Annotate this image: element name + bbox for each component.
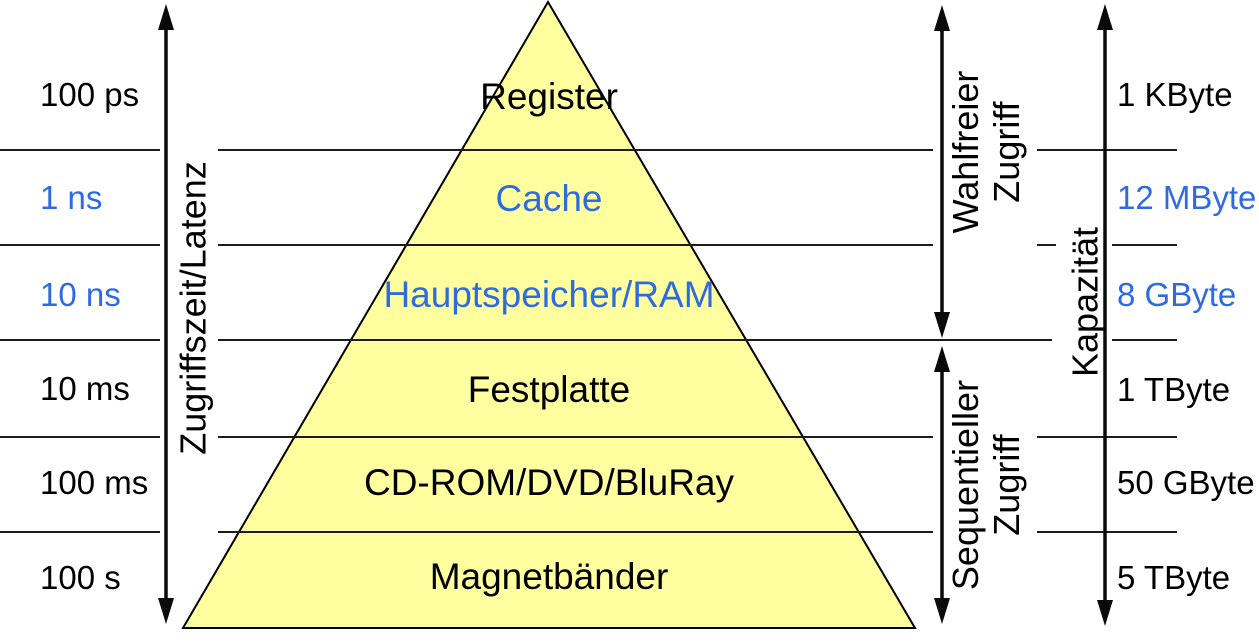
level-name-optical: CD-ROM/DVD/BluRay <box>363 462 735 503</box>
latency-axis-label: Zugriffszeit/Latenz <box>172 161 214 455</box>
sequential-access-arrow <box>934 346 950 624</box>
random-access-label-line2: Zugriff <box>986 101 1027 203</box>
capacity-value-0: 1 KByte <box>1117 76 1233 113</box>
level-name-festplatte: Festplatte <box>467 369 631 410</box>
level-name-ram: Hauptspeicher/RAM <box>383 274 715 315</box>
sequential-access-label-line2: Zugriff <box>986 434 1027 536</box>
capacity-axis-label: Kapazität <box>1064 226 1106 378</box>
latency-value-0: 100 ps <box>40 76 140 113</box>
capacity-value-4: 50 GByte <box>1117 464 1255 501</box>
level-name-cache: Cache <box>495 178 603 219</box>
capacity-value-3: 1 TByte <box>1117 371 1231 408</box>
pyramid-shape <box>181 0 917 629</box>
random-access-label: Wahlfreier Zugriff <box>945 71 1027 234</box>
level-name-tape: Magnetbänder <box>429 556 669 597</box>
random-access-arrow <box>934 5 950 338</box>
latency-value-1: 1 ns <box>40 179 103 216</box>
capacity-axis-arrow <box>1097 4 1113 626</box>
latency-value-4: 100 ms <box>40 464 149 501</box>
latency-axis-arrow <box>158 4 174 624</box>
sequential-access-label: Sequentieller Zugriff <box>945 380 1027 590</box>
latency-value-5: 100 s <box>40 559 121 596</box>
random-access-label-line1: Wahlfreier <box>945 70 986 234</box>
latency-value-3: 10 ms <box>40 370 130 407</box>
capacity-value-2: 8 GByte <box>1117 276 1237 313</box>
sequential-access-label-line1: Sequentieller <box>945 379 986 591</box>
capacity-value-5: 5 TByte <box>1117 559 1231 596</box>
capacity-value-1: 12 MByte <box>1117 179 1257 216</box>
latency-value-2: 10 ns <box>40 276 121 313</box>
level-name-register: Register <box>480 76 618 117</box>
